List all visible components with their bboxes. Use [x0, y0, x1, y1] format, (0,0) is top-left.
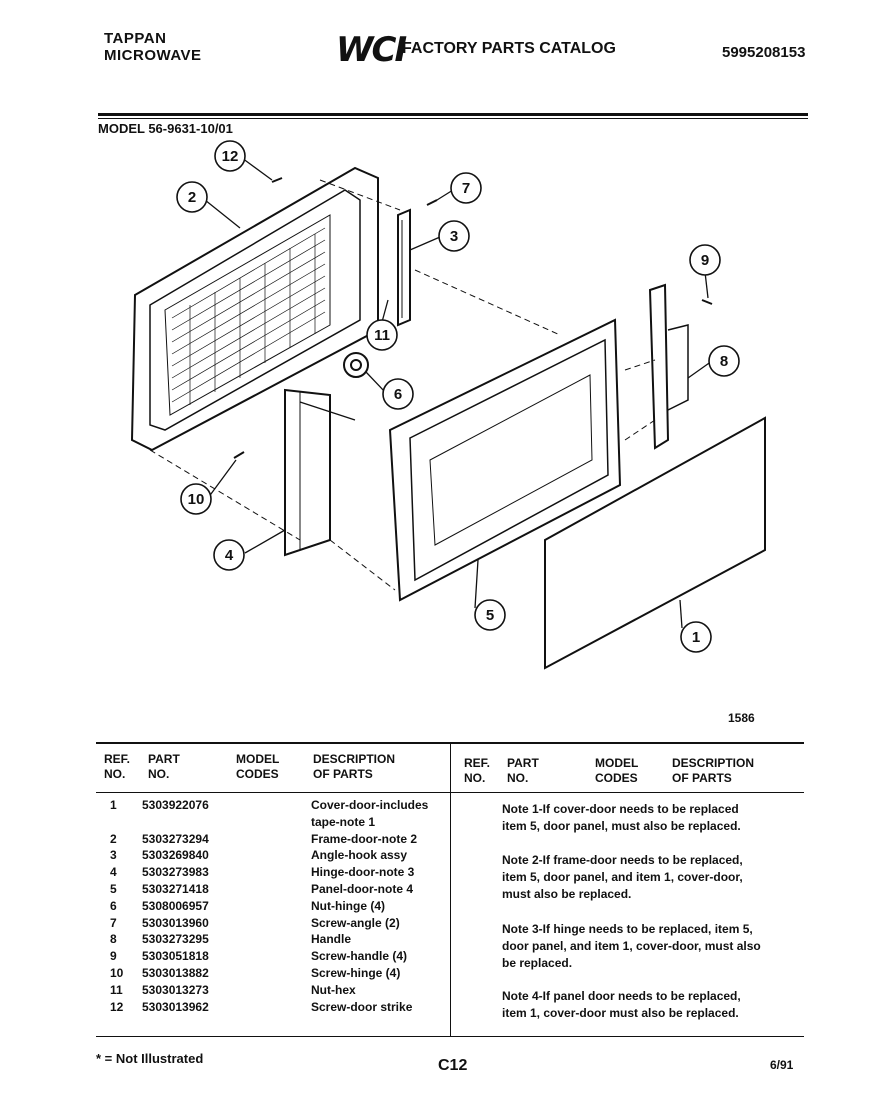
callout-8: 8 — [720, 353, 728, 370]
callout-4: 4 — [225, 547, 234, 564]
callout-5: 5 — [486, 607, 494, 624]
row-part: 5303013960 — [142, 915, 209, 930]
hinge-door — [284, 388, 331, 557]
row-desc: Screw-angle (2) — [311, 915, 400, 930]
row-part: 5303051818 — [142, 949, 209, 964]
row-part: 5303273294 — [142, 831, 209, 846]
figure-number: 1586 — [728, 711, 755, 725]
row-desc: Frame-door-note 2 — [311, 831, 418, 846]
callout-3: 3 — [450, 228, 458, 245]
row-part: 5303273295 — [142, 932, 209, 947]
screw-door-strike — [271, 177, 283, 183]
row-desc: Nut-hinge (4) — [311, 898, 385, 913]
row-desc: Nut-hex — [311, 982, 356, 997]
page-number: C12 — [438, 1057, 468, 1074]
callout-12: 12 — [222, 148, 239, 165]
brand-line-1: TAPPAN — [104, 30, 167, 47]
brand-line-2: MICROWAVE — [104, 47, 202, 64]
row-part: 5303013273 — [142, 982, 209, 997]
model-label: MODEL 56-9631-10/01 — [98, 121, 233, 136]
row-part: 5303013882 — [142, 966, 209, 980]
row-ref: 10 — [110, 966, 124, 980]
row-ref: 11 — [110, 982, 123, 997]
header-ref-right: REF.NO. — [464, 756, 491, 785]
row-desc: Cover-door-includes — [311, 798, 429, 812]
note-4: Note 4-If panel door needs to be replace… — [502, 989, 741, 1020]
not-illustrated-legend: * = Not Illustrated — [96, 1051, 204, 1066]
screw-angle — [426, 199, 438, 206]
screw-hinge — [233, 451, 245, 459]
row-desc: Screw-handle (4) — [311, 949, 408, 964]
row-desc: Angle-hook assy — [311, 848, 408, 863]
row-ref: 4 — [110, 865, 117, 880]
callout-2: 2 — [188, 189, 196, 206]
frame-door-outline — [130, 166, 379, 452]
row-desc: Screw-door strike — [311, 999, 413, 1014]
catalog-title: FACTORY PARTS CATALOG — [402, 40, 616, 57]
row-part: 5303922076 — [142, 798, 209, 812]
row-ref: 2 — [110, 831, 117, 846]
brand-name: TAPPAN MICROWAVE — [104, 30, 202, 64]
revision-date: 6/91 — [770, 1058, 794, 1072]
note-2: Note 2-If frame-door needs to be replace… — [502, 853, 743, 901]
callout-11: 11 — [374, 327, 390, 344]
row-ref: 9 — [110, 949, 117, 964]
row-desc: Panel-door-note 4 — [311, 882, 414, 896]
row-part: 5303273983 — [142, 865, 209, 880]
callout-1: 1 — [692, 629, 700, 646]
row-ref: 5 — [110, 882, 117, 896]
callout-6: 6 — [394, 386, 402, 403]
row-desc: Hinge-door-note 3 — [311, 865, 415, 880]
catalog-number: 5995208153 — [722, 44, 806, 61]
angle-hook — [397, 208, 411, 327]
row-ref: 1 — [110, 798, 117, 812]
frame-mesh — [171, 227, 326, 405]
callout-7: 7 — [462, 180, 470, 197]
nut-hinge — [343, 352, 369, 378]
screw-handle — [701, 299, 713, 305]
table-bottom-rule — [96, 1036, 804, 1037]
cover-door — [544, 416, 766, 670]
row-part: 5308006957 — [142, 898, 209, 913]
header-rule — [98, 113, 808, 116]
row-part: 5303013962 — [142, 999, 209, 1014]
row-desc: tape-note 1 — [311, 814, 376, 829]
note-3: Note 3-If hinge needs to be replaced, it… — [502, 922, 761, 970]
wci-logo: WCI — [336, 30, 407, 70]
row-part: 5303269840 — [142, 848, 209, 863]
row-ref: 3 — [110, 848, 117, 863]
callout-10: 10 — [188, 491, 205, 508]
handle — [648, 283, 670, 450]
row-desc: Handle — [311, 932, 352, 947]
row-ref: 8 — [110, 932, 117, 947]
header-rule-thin — [98, 118, 808, 119]
row-desc: Screw-hinge (4) — [311, 966, 401, 980]
row-ref: 7 — [110, 915, 117, 930]
door-panel — [388, 318, 622, 602]
row-part: 5303271418 — [142, 882, 209, 896]
row-ref: 12 — [110, 999, 124, 1014]
exploded-parts-diagram: 12 2 7 3 9 8 11 6 5 4 10 1 — [130, 140, 766, 670]
header-ref: REF.NO. — [104, 752, 131, 781]
callout-9: 9 — [701, 252, 709, 269]
row-ref: 6 — [110, 898, 117, 913]
table-divider — [450, 742, 451, 1036]
note-1: Note 1-If cover-door needs to be replace… — [502, 802, 741, 833]
